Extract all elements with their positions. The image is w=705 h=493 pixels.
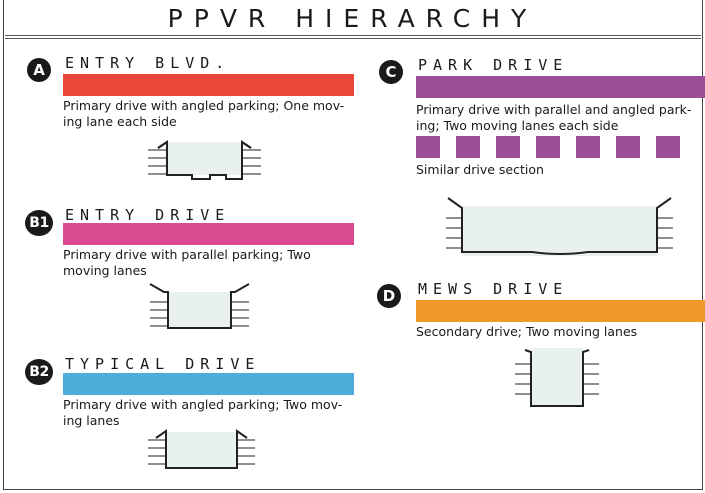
page-title: PPVR HIERARCHY xyxy=(167,4,538,33)
desc-typical-drive-line1: Primary drive with angled parking; Two m… xyxy=(63,397,343,412)
heading-typical-drive: TYPICAL DRIVE xyxy=(65,355,261,373)
heading-entry-drive: ENTRY DRIVE xyxy=(65,206,231,224)
dash-segment xyxy=(576,136,600,158)
section-entry-drive xyxy=(149,283,250,329)
desc-mews-drive-line1: Secondary drive; Two moving lanes xyxy=(416,324,638,339)
dash-segment xyxy=(656,136,680,158)
dash-segment xyxy=(536,136,560,158)
heading-mews-drive: MEWS DRIVE xyxy=(418,280,569,298)
dashed-bar-similar-section xyxy=(416,136,680,158)
badge-d: D xyxy=(377,284,401,308)
desc-mews-drive: Secondary drive; Two moving lanes xyxy=(416,324,705,340)
section-mews-drive xyxy=(515,348,599,407)
bar-typical-drive xyxy=(63,373,354,395)
section-park-drive xyxy=(446,197,673,256)
badge-b2: B2 xyxy=(25,359,53,385)
desc-park-drive-line1: Primary drive with parallel and angled p… xyxy=(416,102,692,117)
dash-segment xyxy=(456,136,480,158)
desc-entry-blvd: Primary drive with angled parking; One m… xyxy=(63,98,363,130)
title-rule-top xyxy=(5,35,701,36)
heading-entry-blvd: ENTRY BLVD. xyxy=(65,54,231,72)
desc-entry-blvd-line2: ing lane each side xyxy=(63,114,177,129)
badge-b1: B1 xyxy=(25,210,53,236)
diagram-frame xyxy=(3,0,703,490)
section-entry-blvd xyxy=(148,140,261,180)
desc-typical-drive: Primary drive with angled parking; Two m… xyxy=(63,397,363,429)
desc-typical-drive-line2: ing lanes xyxy=(63,413,120,428)
desc-entry-drive-line2: moving lanes xyxy=(63,263,147,278)
bar-mews-drive xyxy=(416,300,705,322)
dash-segment xyxy=(496,136,520,158)
dash-segment xyxy=(416,136,440,158)
bar-entry-blvd xyxy=(63,74,354,96)
desc-park-drive: Primary drive with parallel and angled p… xyxy=(416,102,705,134)
bar-park-drive xyxy=(416,76,705,98)
title-rule-bottom xyxy=(5,38,701,39)
badge-a: A xyxy=(27,58,51,82)
similar-section-note: Similar drive section xyxy=(416,162,544,177)
bar-entry-drive xyxy=(63,223,354,245)
section-typical-drive xyxy=(148,429,255,469)
desc-park-drive-line2: ing; Two moving lanes each side xyxy=(416,118,619,133)
heading-park-drive: PARK DRIVE xyxy=(418,56,569,74)
badge-c: C xyxy=(379,60,403,84)
desc-entry-blvd-line1: Primary drive with angled parking; One m… xyxy=(63,98,345,113)
dash-segment xyxy=(616,136,640,158)
desc-entry-drive: Primary drive with parallel parking; Two… xyxy=(63,247,363,279)
desc-entry-drive-line1: Primary drive with parallel parking; Two xyxy=(63,247,311,262)
